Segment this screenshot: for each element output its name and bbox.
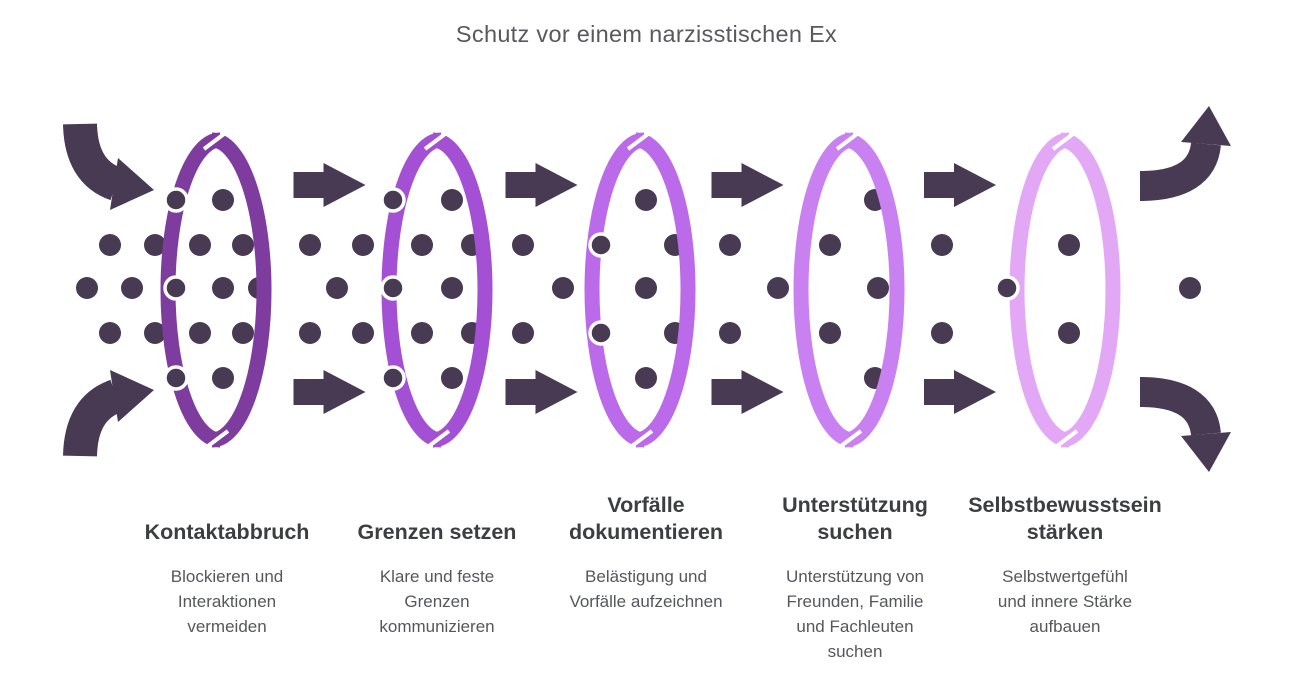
- inlet-arrow-bottom: [63, 370, 154, 457]
- step-3: Vorfälle dokumentieren Belästigung und V…: [536, 470, 756, 614]
- outlet-arrow-top: [1139, 106, 1231, 201]
- step-4: Unterstützung suchen Unterstützung von F…: [745, 470, 965, 664]
- inlet-arrow-top: [63, 123, 154, 210]
- flow-arrows: [293, 163, 996, 414]
- step-3-description: Belästigung und Vorfälle aufzeichnen: [569, 567, 723, 611]
- trapped-dots: [163, 187, 1020, 391]
- step-1-title: Kontaktabbruch: [144, 520, 310, 544]
- step-5: Selbstbewusstsein stärken Selbstwertgefü…: [955, 470, 1175, 639]
- step-1-description: Blockieren und Interaktionen vermeiden: [170, 567, 284, 636]
- filter-ring-4: [793, 129, 905, 451]
- page-title: Schutz vor einem narzisstischen Ex: [455, 21, 838, 47]
- step-2: Grenzen setzen Klare und feste Grenzen k…: [327, 470, 547, 639]
- step-2-description: Klare und feste Grenzen kommunizieren: [379, 567, 495, 636]
- step-3-title: Vorfälle dokumentieren: [568, 493, 724, 544]
- step-2-title: Grenzen setzen: [357, 520, 517, 544]
- step-4-title: Unterstützung suchen: [782, 493, 928, 544]
- dot-field: [76, 189, 1201, 389]
- filter-ring-5: [1009, 129, 1121, 451]
- step-5-title: Selbstbewusstsein stärken: [968, 493, 1162, 544]
- filter-ring-3: [584, 129, 696, 451]
- step-5-description: Selbstwertgefühl und innere Stärke aufba…: [997, 567, 1133, 636]
- outlet-arrow-bottom: [1139, 377, 1231, 472]
- step-1: Kontaktabbruch Blockieren und Interaktio…: [117, 470, 337, 639]
- step-4-description: Unterstützung von Freunden, Familie und …: [786, 567, 924, 661]
